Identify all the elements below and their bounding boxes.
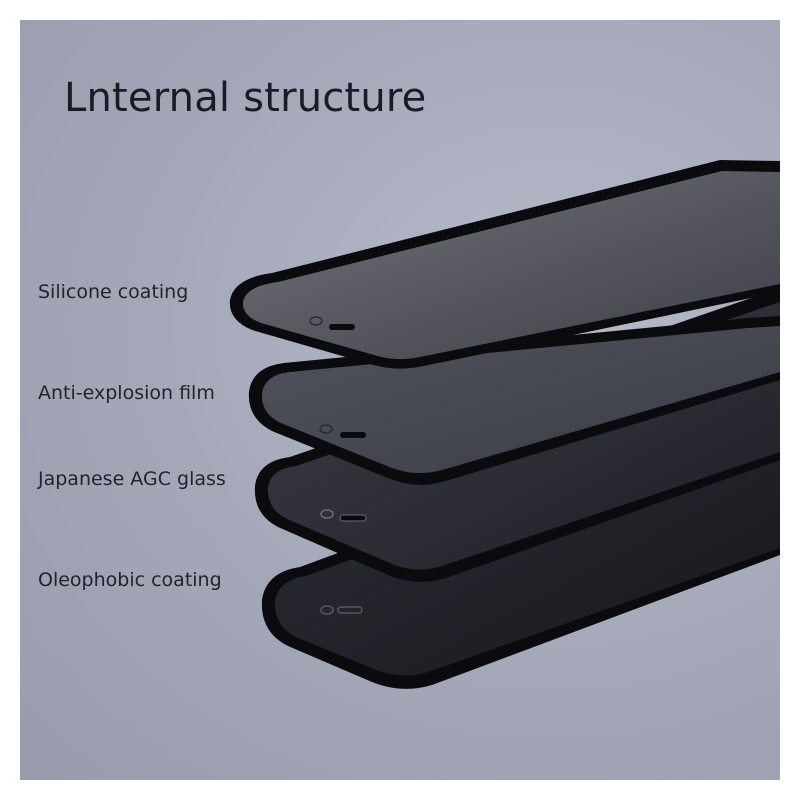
speaker-cutout-icon: [339, 514, 367, 522]
speaker-cutout-icon: [329, 324, 355, 330]
speaker-cutout-icon: [337, 606, 363, 614]
camera-cutout-icon: [319, 424, 333, 434]
layer-silicone-coating: [229, 160, 780, 369]
layer-label-japanese-agc-glass: Japanese AGC glass: [38, 468, 226, 490]
camera-cutout-icon: [309, 316, 323, 326]
product-illustration: Lnternal structure Silicone coating Anti…: [20, 20, 780, 780]
camera-cutout-icon: [320, 509, 334, 519]
layer-stack-illustration: [229, 160, 780, 689]
page-title: Lnternal structure: [64, 75, 427, 121]
camera-cutout-icon: [320, 605, 334, 615]
layer-label-silicone-coating: Silicone coating: [38, 281, 189, 303]
speaker-cutout-icon: [340, 432, 366, 438]
layer-label-anti-explosion-film: Anti-explosion film: [38, 382, 215, 404]
layer-label-oleophobic-coating: Oleophobic coating: [38, 569, 222, 591]
